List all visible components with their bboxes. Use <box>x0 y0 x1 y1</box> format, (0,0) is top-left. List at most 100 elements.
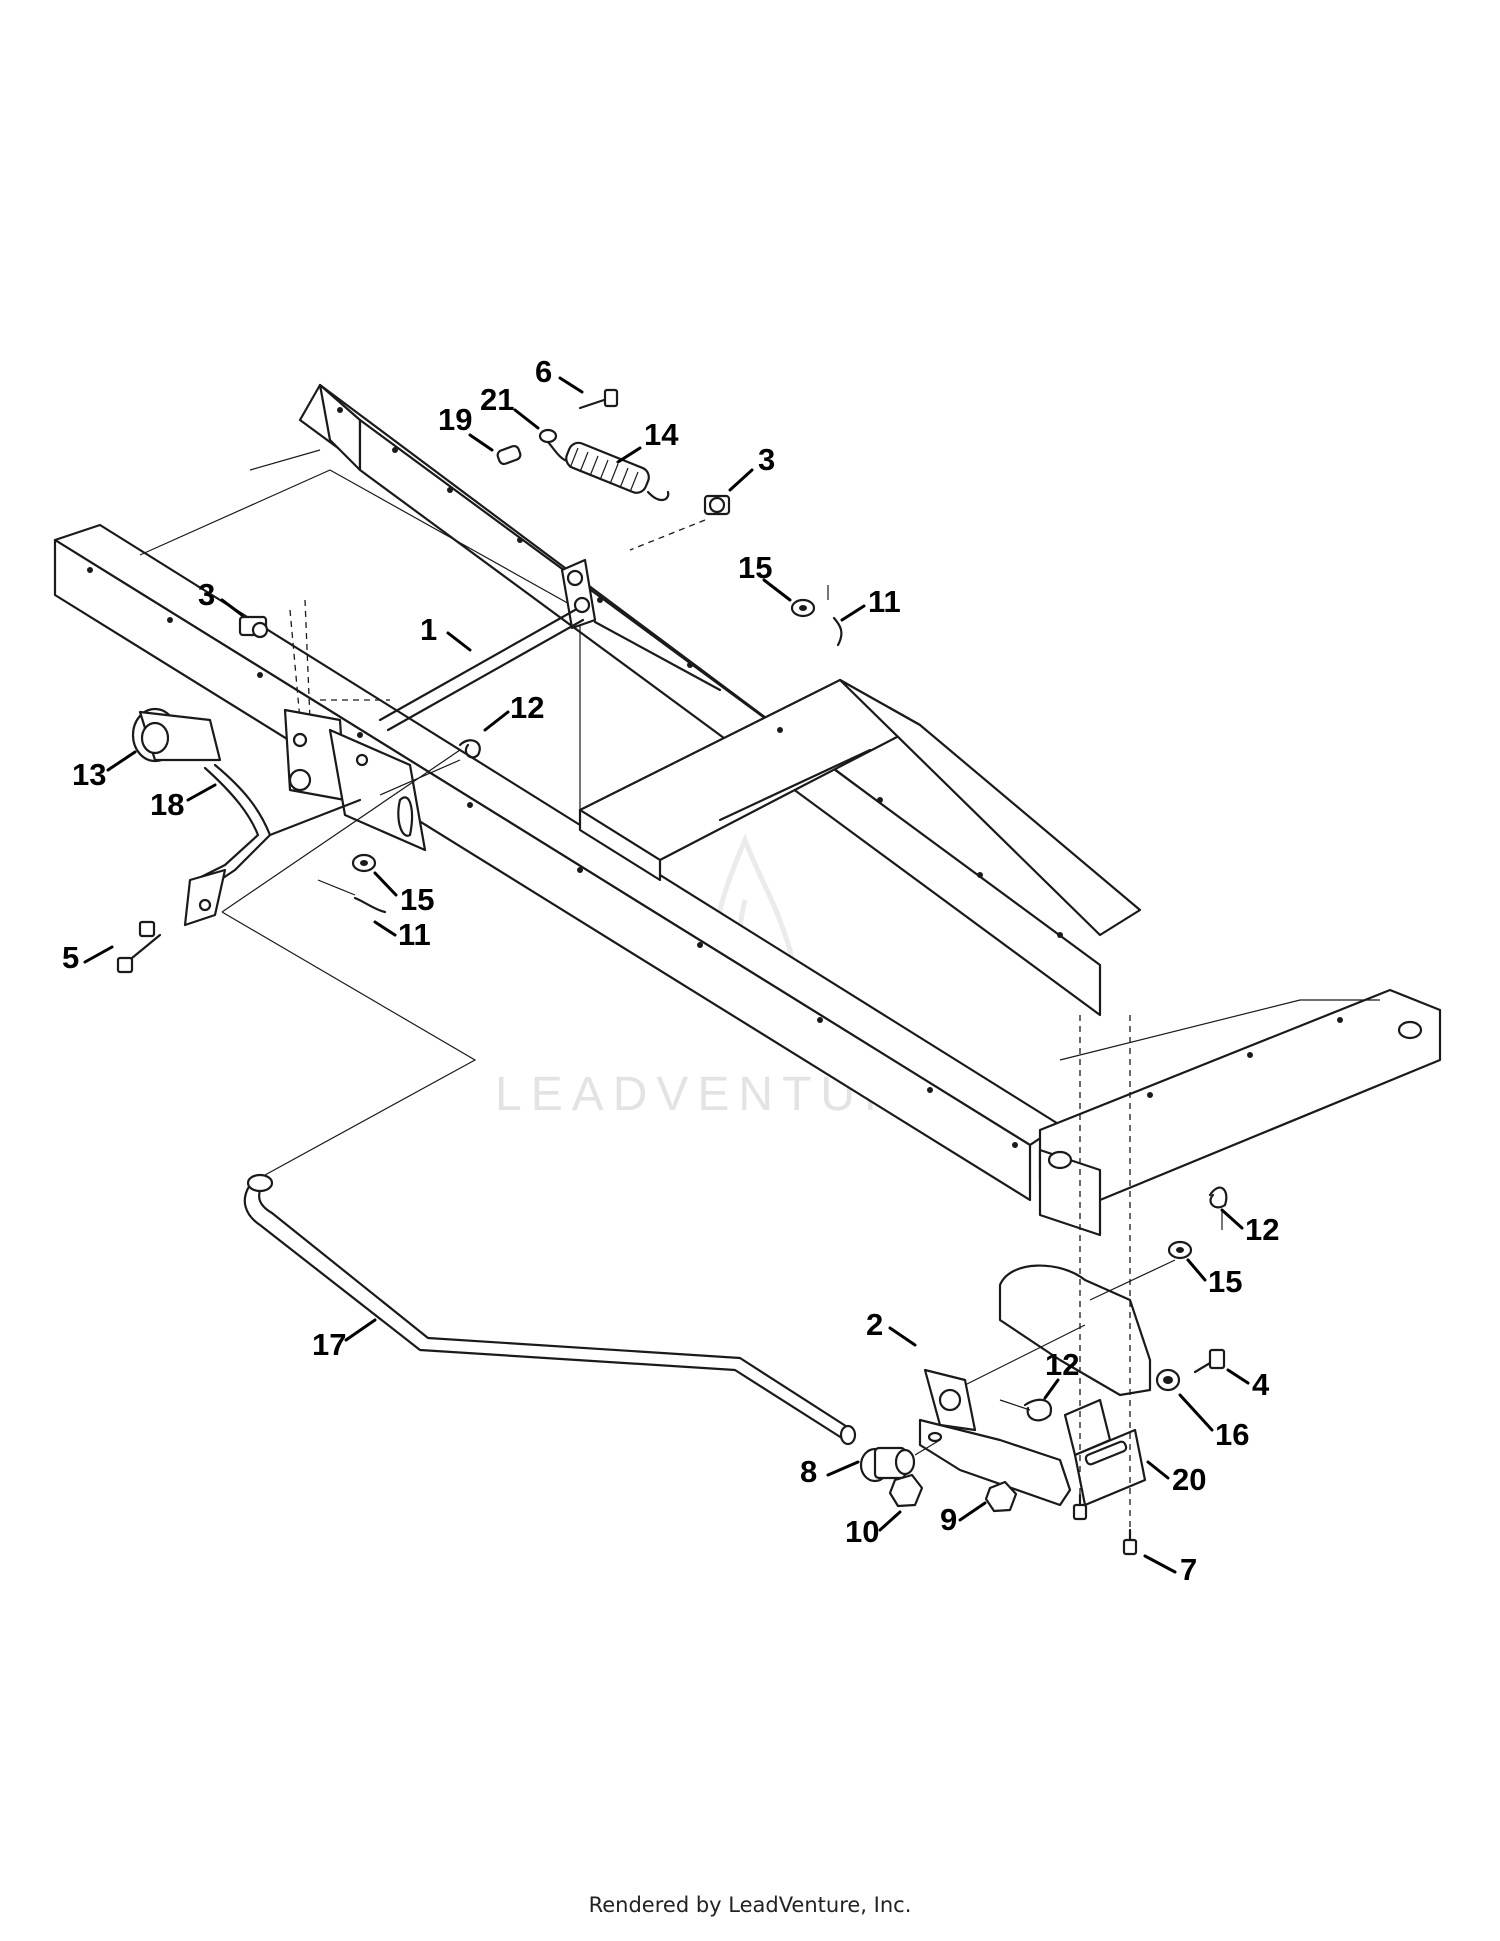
svg-text:18: 18 <box>150 787 184 822</box>
svg-text:3: 3 <box>758 442 775 477</box>
alignment-line <box>999 1399 1031 1411</box>
svg-text:5: 5 <box>62 940 79 975</box>
part-3-bolt-rear <box>629 494 731 551</box>
part-3-bolt-left <box>238 599 311 721</box>
frame-diagonal-brace <box>838 678 1142 937</box>
part-10-nut <box>888 1473 924 1508</box>
alignment-line <box>221 749 461 913</box>
part-20-bracket <box>1063 1398 1147 1507</box>
callout-labels: 1 2 3 3 4 5 6 7 8 9 10 11 11 12 12 12 13… <box>62 354 1279 1587</box>
part-19-spacer <box>496 444 522 466</box>
callout-1: 1 <box>420 612 472 652</box>
part-5-bolt <box>116 920 162 974</box>
frame-rail-right-side <box>358 418 1102 1017</box>
svg-text:20: 20 <box>1172 1462 1206 1497</box>
callout-11: 11 <box>840 584 901 622</box>
svg-text:11: 11 <box>868 584 901 619</box>
callout-3: 3 <box>728 442 775 492</box>
part-21-washer <box>538 428 558 444</box>
svg-text:21: 21 <box>480 382 514 417</box>
svg-text:12: 12 <box>510 690 544 725</box>
callout-18: 18 <box>150 783 217 822</box>
part-6-bolt <box>578 388 619 410</box>
callout-10: 10 <box>845 1510 902 1549</box>
callout-16: 16 <box>1178 1393 1249 1452</box>
part-1-shaft <box>378 558 722 732</box>
callout-17: 17 <box>312 1318 377 1362</box>
frame-inner-edge <box>139 469 581 810</box>
callout-14: 14 <box>616 417 679 464</box>
front-plate-hole <box>1397 1020 1423 1040</box>
tractor-frame <box>53 383 1442 1237</box>
svg-text:19: 19 <box>438 402 472 437</box>
front-cross-plate <box>1038 988 1442 1202</box>
callout-12: 12 <box>1043 1347 1079 1400</box>
part-14-spring <box>546 440 670 501</box>
part-12-clip-lower <box>1023 1398 1053 1422</box>
callout-19: 19 <box>438 402 494 452</box>
callout-9: 9 <box>940 1501 987 1537</box>
left-pivot-bracket <box>283 699 427 852</box>
frame-rail-left-side <box>53 538 1032 1202</box>
callout-4: 4 <box>1226 1367 1270 1402</box>
svg-text:9: 9 <box>940 1502 957 1537</box>
callout-13: 13 <box>72 750 137 792</box>
part-4-bolt <box>1193 1348 1226 1374</box>
svg-text:12: 12 <box>1045 1347 1079 1382</box>
svg-text:15: 15 <box>1208 1264 1242 1299</box>
callout-15: 15 <box>738 550 792 602</box>
callout-15: 15 <box>1186 1258 1242 1299</box>
callout-15: 15 <box>373 871 434 917</box>
svg-text:6: 6 <box>535 354 552 389</box>
frame-holes <box>87 407 1343 1148</box>
cross-member-slot <box>718 748 872 822</box>
part-11-pin-rear <box>832 616 843 647</box>
part-13-pedal-pad <box>131 707 222 763</box>
svg-text:11: 11 <box>398 917 431 952</box>
svg-text:1: 1 <box>420 612 437 647</box>
svg-text:15: 15 <box>738 550 772 585</box>
svg-text:17: 17 <box>312 1327 346 1362</box>
svg-text:10: 10 <box>845 1514 879 1549</box>
part-2-bracket <box>918 1368 1072 1507</box>
part-7-bolt <box>1072 1493 1138 1556</box>
svg-text:8: 8 <box>800 1454 817 1489</box>
svg-text:7: 7 <box>1180 1552 1197 1587</box>
alignment-line <box>1089 1259 1176 1301</box>
svg-text:2: 2 <box>866 1307 883 1342</box>
svg-text:4: 4 <box>1252 1367 1270 1402</box>
callout-6: 6 <box>535 354 584 394</box>
middle-cross-member-side <box>578 808 662 882</box>
callout-8: 8 <box>800 1454 860 1489</box>
callout-12: 12 <box>483 690 544 732</box>
part-18-pedal-arm <box>183 763 362 927</box>
callout-5: 5 <box>62 940 114 975</box>
svg-text:15: 15 <box>400 882 434 917</box>
callout-3: 3 <box>198 577 244 617</box>
alignment-line <box>964 1324 1086 1386</box>
part-11-pin-left <box>353 896 387 914</box>
frame-inner-edge <box>249 449 321 471</box>
frame-inner-edge <box>1059 999 1380 1061</box>
part-8-pivot-pin <box>859 1446 916 1483</box>
callout-7: 7 <box>1143 1552 1197 1587</box>
svg-text:12: 12 <box>1245 1212 1279 1247</box>
callout-20: 20 <box>1146 1460 1206 1497</box>
callout-21: 21 <box>480 382 540 430</box>
alignment-line <box>914 1439 941 1456</box>
part-17-rod <box>243 1173 857 1446</box>
part-9-nut <box>984 1480 1018 1513</box>
callout-2: 2 <box>866 1307 917 1347</box>
alignment-line <box>221 911 477 1176</box>
svg-text:16: 16 <box>1215 1417 1249 1452</box>
callout-11: 11 <box>373 917 431 952</box>
part-12-clip-upper <box>1208 1186 1228 1209</box>
svg-text:14: 14 <box>644 417 679 452</box>
svg-text:3: 3 <box>198 577 215 612</box>
front-plate-hole <box>1047 1150 1073 1170</box>
callout-12: 12 <box>1220 1208 1279 1247</box>
footer-credit: Rendered by LeadVenture, Inc. <box>588 1893 912 1917</box>
svg-text:13: 13 <box>72 757 106 792</box>
